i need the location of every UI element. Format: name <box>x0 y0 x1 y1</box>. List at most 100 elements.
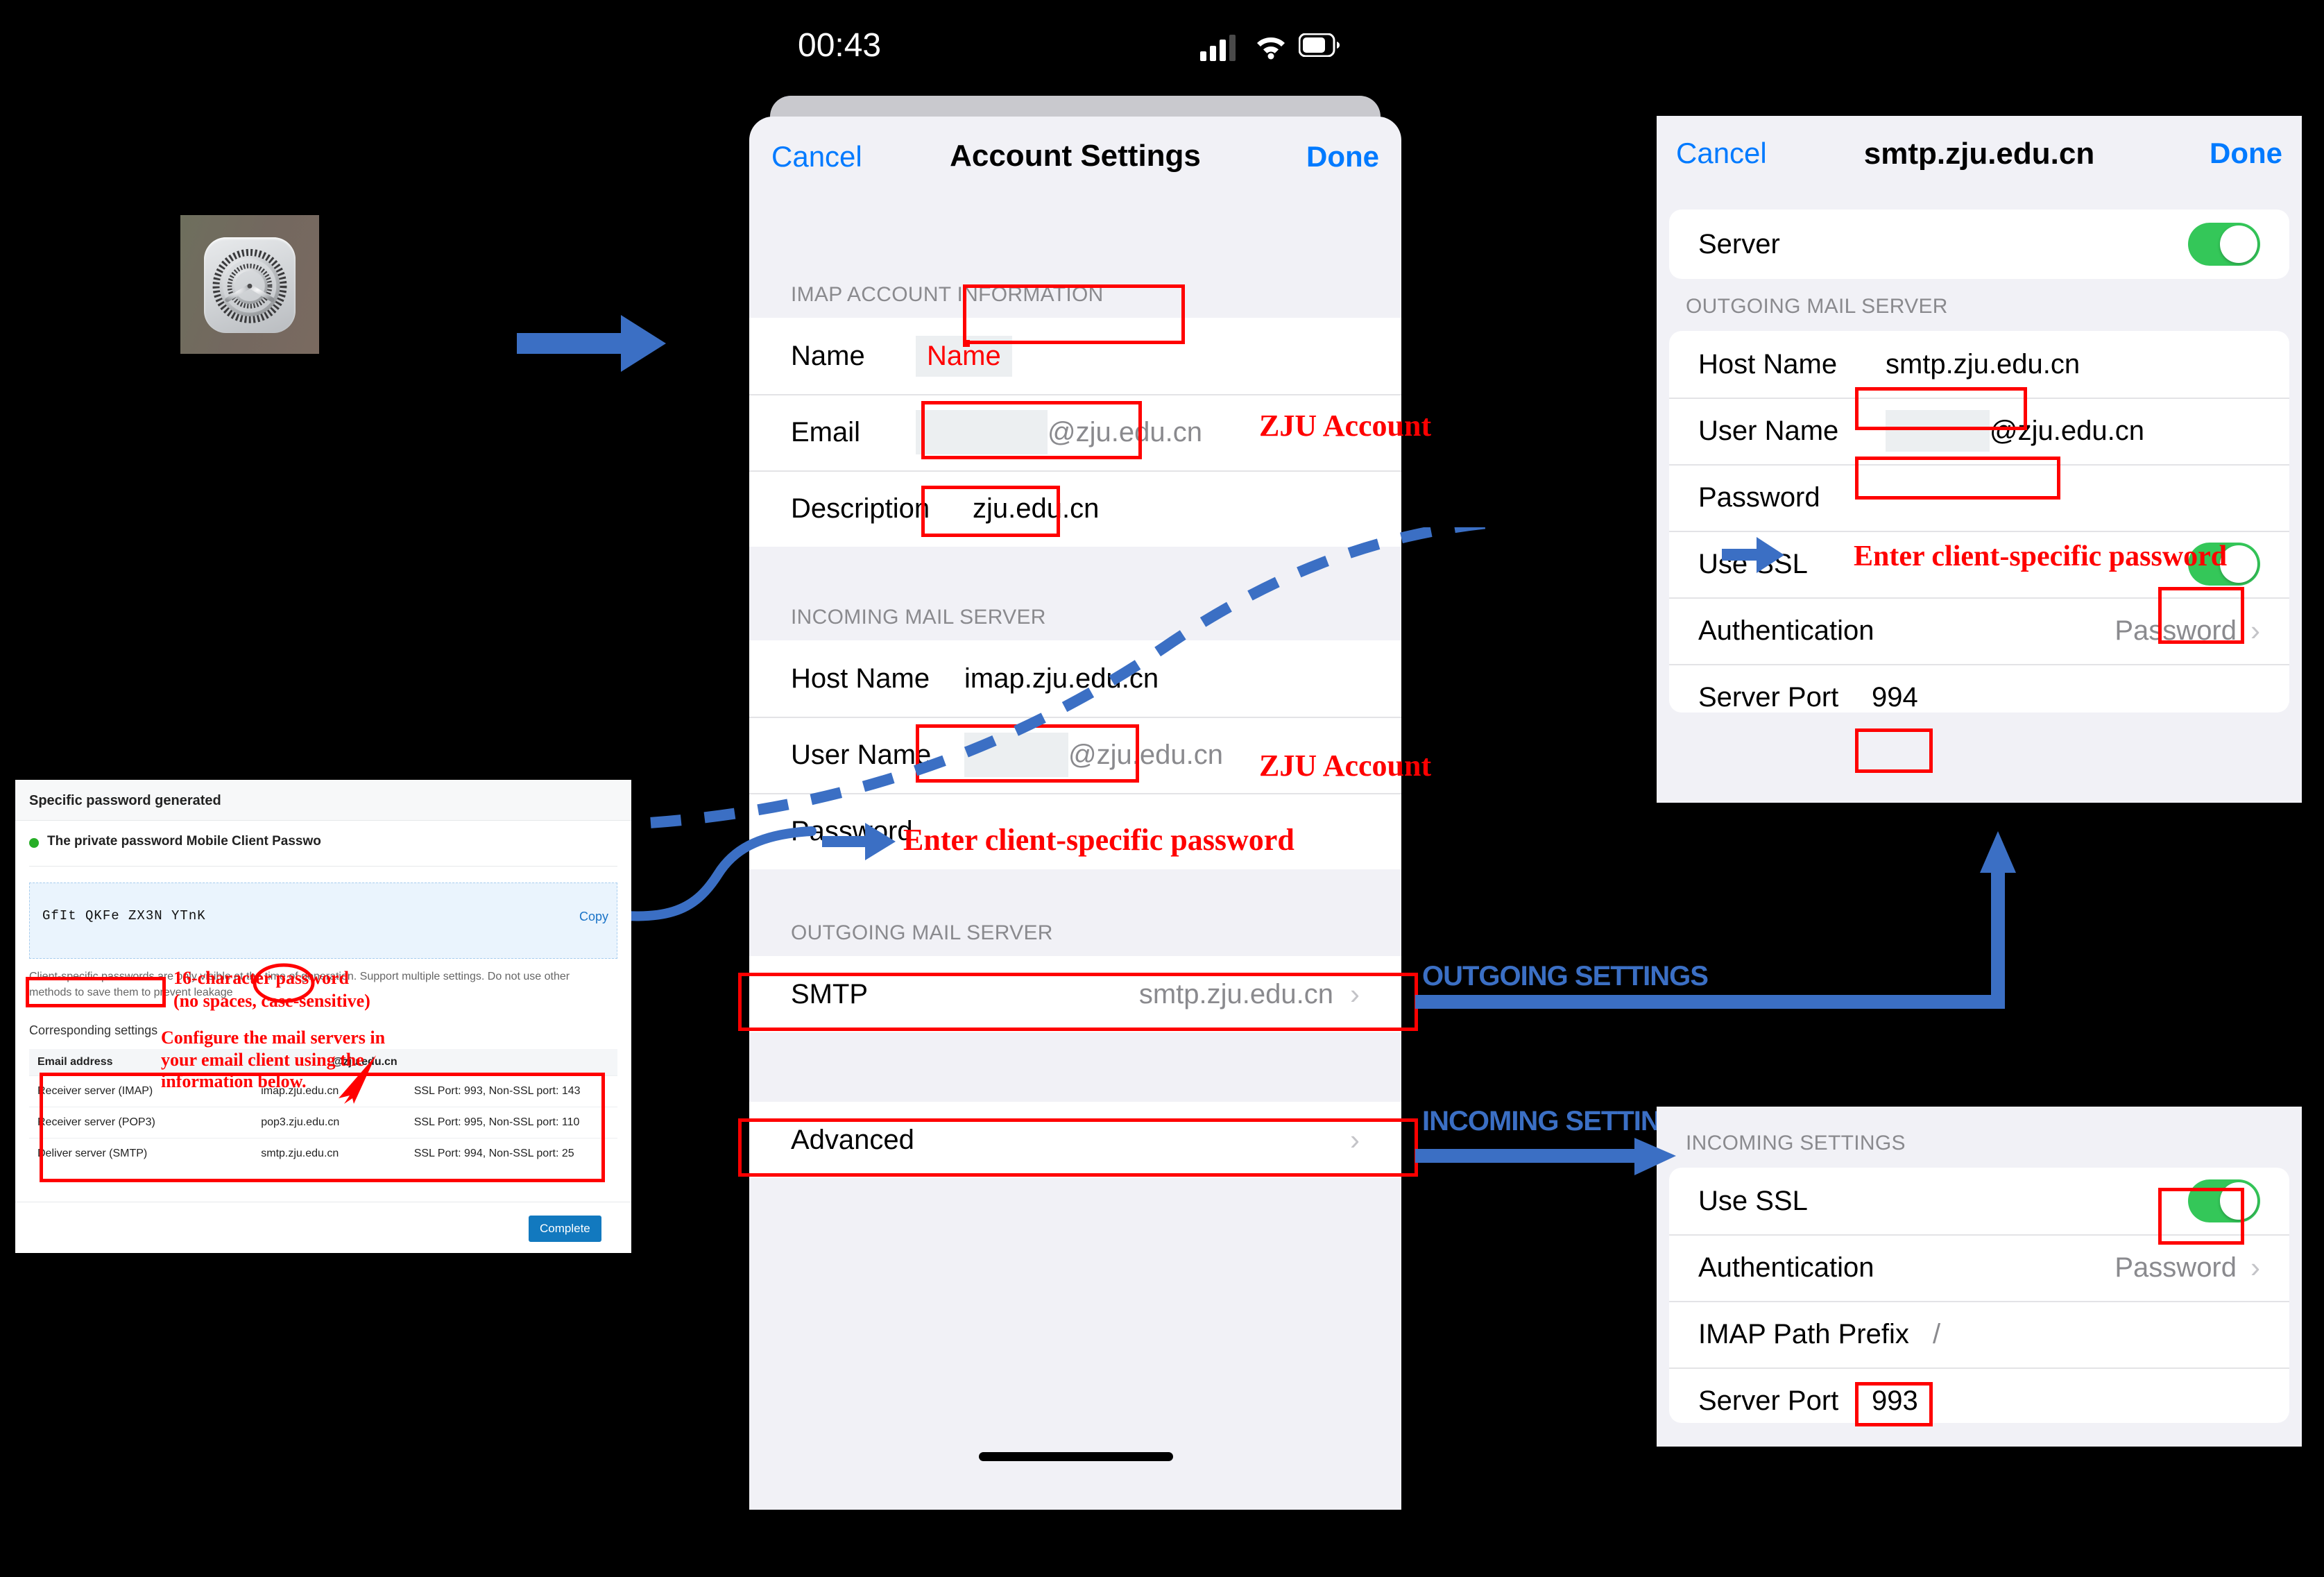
smtp-user-name-field[interactable]: @zju.edu.cn <box>1886 410 2149 452</box>
wifi-icon <box>1254 32 1288 63</box>
table-cell-server-type: Deliver server (SMTP) <box>29 1138 253 1169</box>
annotation-zju-account-email: ZJU Account <box>1259 409 1432 443</box>
row-smtp-password[interactable]: Password <box>1669 464 2289 531</box>
advanced-card: Advanced › <box>749 1102 1401 1178</box>
advanced-to-incoming-connector-arrow <box>1415 1136 1693 1185</box>
smtp-settings-panel: Cancel smtp.zju.edu.cn Done Server OUTGO… <box>1657 116 2302 803</box>
dialog-title: Specific password generated <box>29 793 221 808</box>
row-incoming-user-name[interactable]: User Name @zju.edu.cn <box>749 717 1401 793</box>
row-smtp-authentication[interactable]: Authentication Password › <box>1669 597 2289 664</box>
row-label-host-name: Host Name <box>1698 348 1838 380</box>
cellular-signal-icon <box>1200 33 1238 65</box>
complete-button[interactable]: Complete <box>529 1216 601 1242</box>
server-toggle-knob <box>2220 225 2257 263</box>
row-smtp-user-name[interactable]: User Name @zju.edu.cn <box>1669 398 2289 464</box>
annotation-enter-password-smtp: Enter client-specific password <box>1854 540 2228 572</box>
email-field-domain: @zju.edu.cn <box>1048 416 1202 447</box>
table-cell-ports: SSL Port: 995, Non-SSL port: 110 <box>405 1107 617 1139</box>
smtp-value: smtp.zju.edu.cn <box>1138 978 1333 1009</box>
specific-password-dialog: Specific password generated The private … <box>15 780 631 1253</box>
row-incoming-authentication[interactable]: Authentication Password › <box>1669 1234 2289 1301</box>
row-advanced[interactable]: Advanced › <box>749 1102 1401 1178</box>
smtp-done-button[interactable]: Done <box>2210 137 2282 169</box>
row-incoming-host-name[interactable]: Host Name imap.zju.edu.cn <box>749 640 1401 717</box>
smtp-server-port-value[interactable]: 994 <box>1872 681 1918 713</box>
home-indicator <box>979 1452 1173 1461</box>
use-ssl-toggle-knob <box>2220 545 2257 583</box>
section-header-incoming-mail-server: INCOMING MAIL SERVER <box>791 606 1046 629</box>
cancel-button[interactable]: Cancel <box>771 140 862 173</box>
table-cell-host: smtp.zju.edu.cn <box>253 1138 406 1169</box>
row-smtp[interactable]: SMTP smtp.zju.edu.cn › <box>749 956 1401 1032</box>
name-field[interactable]: Name <box>916 335 1012 377</box>
table-header-email-address: Email address <box>29 1049 253 1076</box>
chevron-right-icon: › <box>1350 1123 1360 1156</box>
row-label-description: Description <box>791 493 930 524</box>
table-cell-host: pop3.zju.edu.cn <box>253 1107 406 1139</box>
row-imap-path-prefix[interactable]: IMAP Path Prefix / <box>1669 1301 2289 1367</box>
table-header-domain: @zju.edu.cn <box>253 1049 406 1076</box>
done-button[interactable]: Done <box>1306 140 1379 173</box>
row-smtp-host-name[interactable]: Host Name smtp.zju.edu.cn <box>1669 331 2289 398</box>
configure-note-pointer-arrow-icon <box>333 1051 382 1109</box>
copy-to-password-connector-arrow <box>583 791 874 1020</box>
smtp-cancel-button[interactable]: Cancel <box>1676 137 1767 169</box>
row-label-email: Email <box>791 416 861 447</box>
row-label-user-name: User Name <box>791 739 932 770</box>
chevron-right-icon: › <box>2250 614 2260 647</box>
row-server[interactable]: Server <box>1669 210 2289 279</box>
row-label-authentication: Authentication <box>1698 615 1874 646</box>
row-label-server-port: Server Port <box>1698 1385 1839 1416</box>
email-field-redacted-local-part <box>916 410 1048 454</box>
row-label-name: Name <box>791 340 865 371</box>
smtp-password-pointer-arrow-icon <box>1722 534 1786 579</box>
row-label-authentication: Authentication <box>1698 1252 1874 1283</box>
table-cell-host: imap.zju.edu.cn <box>253 1075 406 1107</box>
password-pointer-arrow-icon <box>822 819 898 871</box>
battery-icon <box>1298 33 1340 60</box>
row-description[interactable]: Description zju.edu.cn <box>749 470 1401 547</box>
use-ssl-toggle[interactable] <box>2188 543 2260 586</box>
annotation-zju-account-user-name: ZJU Account <box>1259 749 1432 783</box>
description-field-value[interactable]: zju.edu.cn <box>973 493 1100 524</box>
phone-frame: 00:43 <box>721 0 1429 1577</box>
row-label-user-name: User Name <box>1698 415 1839 446</box>
smtp-user-name-redacted-local-part <box>1886 410 1990 452</box>
mail-server-settings-table: Email address @zju.edu.cn Receiver serve… <box>29 1049 617 1169</box>
row-name[interactable]: Name Name <box>749 318 1401 394</box>
row-email[interactable]: Email @zju.edu.cn <box>749 394 1401 470</box>
annotation-enter-password-phone: Enter client-specific password <box>903 823 1295 857</box>
table-row: Deliver server (SMTP) smtp.zju.edu.cn SS… <box>29 1138 617 1169</box>
ios-settings-gear-icon <box>204 237 296 333</box>
incoming-use-ssl-toggle[interactable] <box>2188 1179 2260 1222</box>
email-field[interactable]: @zju.edu.cn <box>916 410 1207 454</box>
section-header-outgoing-mail-server: OUTGOING MAIL SERVER <box>791 921 1053 944</box>
server-toggle[interactable] <box>2188 223 2260 266</box>
table-row: Receiver server (IMAP) imap.zju.edu.cn S… <box>29 1075 617 1107</box>
table-header-row: Email address @zju.edu.cn <box>29 1049 617 1076</box>
copy-button[interactable]: Copy <box>579 910 609 923</box>
corresponding-settings-label: Corresponding settings <box>29 1023 158 1037</box>
table-cell-ports: SSL Port: 994, Non-SSL port: 25 <box>405 1138 617 1169</box>
table-cell-server-type: Receiver server (POP3) <box>29 1107 253 1139</box>
smtp-user-name-domain: @zju.edu.cn <box>1990 415 2144 446</box>
row-incoming-use-ssl[interactable]: Use SSL <box>1669 1168 2289 1234</box>
incoming-server-port-value[interactable]: 993 <box>1872 1385 1918 1416</box>
annotation-incoming-settings: INCOMING SETTINGS <box>1422 1106 1700 1136</box>
section-header-outgoing-mail-server: OUTGOING MAIL SERVER <box>1686 295 1948 318</box>
incoming-use-ssl-toggle-knob <box>2220 1182 2257 1220</box>
chevron-right-icon: › <box>1350 978 1360 1010</box>
page-title: Account Settings <box>950 139 1201 173</box>
generated-password-value[interactable]: GfIt QKFe ZX3N YTnK <box>42 908 206 923</box>
row-smtp-server-port[interactable]: Server Port 994 <box>1669 664 2289 731</box>
server-toggle-card: Server <box>1669 210 2289 279</box>
password-strip: GfIt QKFe ZX3N YTnK Copy <box>29 883 617 959</box>
status-bar-time: 00:43 <box>798 27 882 64</box>
row-label-use-ssl: Use SSL <box>1698 1185 1808 1216</box>
table-cell-server-type: Receiver server (IMAP) <box>29 1075 253 1107</box>
row-incoming-server-port[interactable]: Server Port 993 <box>1669 1367 2289 1434</box>
dialog-bullet-text: The private password Mobile Client Passw… <box>47 834 321 849</box>
smtp-host-name-value[interactable]: smtp.zju.edu.cn <box>1886 348 2081 380</box>
outgoing-mail-server-rows-card: Host Name smtp.zju.edu.cn User Name @zju… <box>1669 331 2289 713</box>
imap-path-prefix-value[interactable]: / <box>1933 1318 1941 1349</box>
